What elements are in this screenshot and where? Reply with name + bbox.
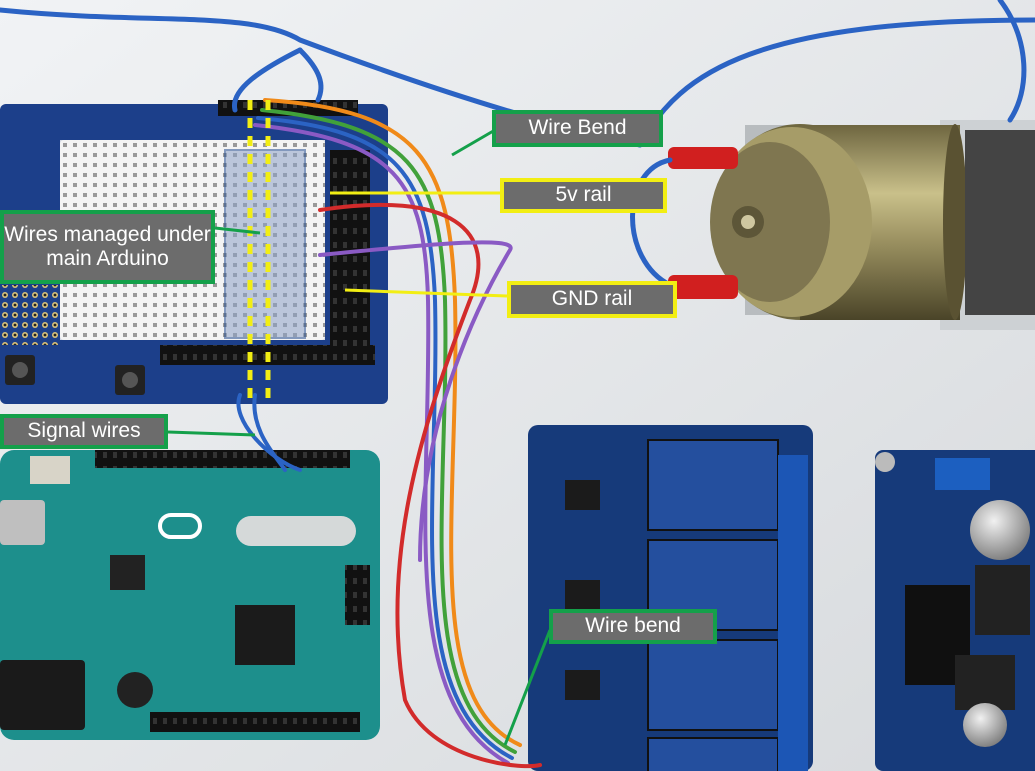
callout-line-wire-bend-bottom xyxy=(503,629,552,746)
callout-line-gnd xyxy=(344,288,508,298)
motor-terminal-bottom xyxy=(668,275,738,299)
callout-line-wires-managed xyxy=(214,226,261,235)
arduino-leonardo xyxy=(0,450,380,740)
dc-motor xyxy=(710,120,1035,330)
callout-line-signal xyxy=(167,430,256,437)
label-signal-wires: Signal wires xyxy=(0,414,168,449)
label-wires-managed: Wires managed under main Arduino xyxy=(0,210,215,284)
label-wire-bend-top: Wire Bend xyxy=(492,110,663,147)
relay-module xyxy=(528,425,813,771)
motor-terminal-top xyxy=(668,147,738,169)
label-wire-bend-bottom: Wire bend xyxy=(549,609,717,644)
label-5v-rail: 5v rail xyxy=(500,178,667,213)
label-gnd-rail: GND rail xyxy=(507,281,677,318)
wire-routing-highlight xyxy=(247,100,271,400)
buck-converter xyxy=(875,450,1035,771)
callout-lines xyxy=(167,128,552,746)
callout-line-wire-bend-top xyxy=(451,128,496,157)
